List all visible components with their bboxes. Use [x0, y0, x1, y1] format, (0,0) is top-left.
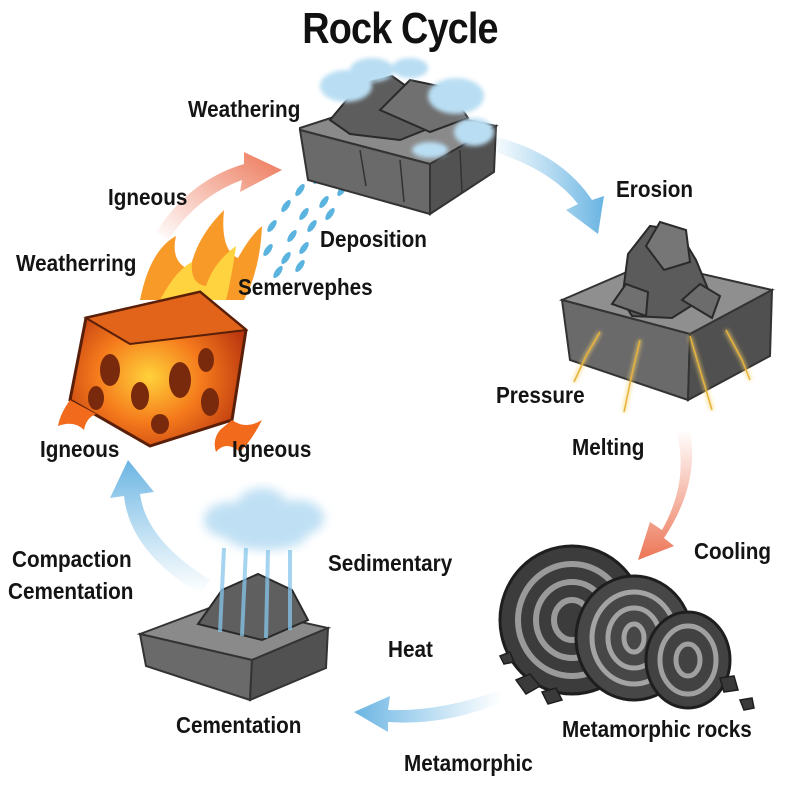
- label-sedimentary: Sedimentary: [328, 550, 453, 576]
- label-heat: Heat: [388, 636, 433, 662]
- pressurized-rock-block-icon: [558, 220, 775, 413]
- arrow-compaction: [110, 460, 210, 594]
- label-igneous-right: Igneous: [232, 436, 312, 462]
- arrow-heat: [354, 690, 502, 732]
- label-compaction: Compaction: [12, 546, 132, 572]
- molten-igneous-rock-icon: [58, 210, 262, 452]
- label-deposition: Deposition: [320, 226, 427, 252]
- rain-drops: [263, 162, 363, 278]
- label-igneous-top: Igneous: [108, 184, 188, 210]
- label-cooling: Cooling: [694, 538, 772, 564]
- label-pressure: Pressure: [496, 382, 585, 408]
- label-metamorphic-bottom: Metamorphic: [404, 750, 533, 776]
- label-cementation-left: Cementation: [8, 578, 134, 604]
- arrow-erosion: [488, 136, 604, 234]
- label-metamorphic-rocks: Metamorphic rocks: [562, 716, 752, 742]
- label-igneous-left: Igneous: [40, 436, 120, 462]
- arrow-melting: [638, 430, 693, 560]
- diagram-title: Rock Cycle: [302, 4, 498, 53]
- label-cementation-bottom: Cementation: [176, 712, 302, 738]
- label-melting: Melting: [572, 434, 645, 460]
- label-erosion: Erosion: [616, 176, 694, 202]
- weathered-rock-block-icon: [298, 58, 499, 216]
- label-weatherring: Weatherring: [16, 250, 137, 276]
- sedimentary-rock-block-icon: [136, 488, 332, 702]
- label-weathering-top: Weathering: [188, 96, 301, 122]
- metamorphic-swirl-rocks-icon: [498, 544, 755, 711]
- label-semervephes: Semervephes: [238, 274, 373, 300]
- arrow-igneous: [156, 152, 282, 240]
